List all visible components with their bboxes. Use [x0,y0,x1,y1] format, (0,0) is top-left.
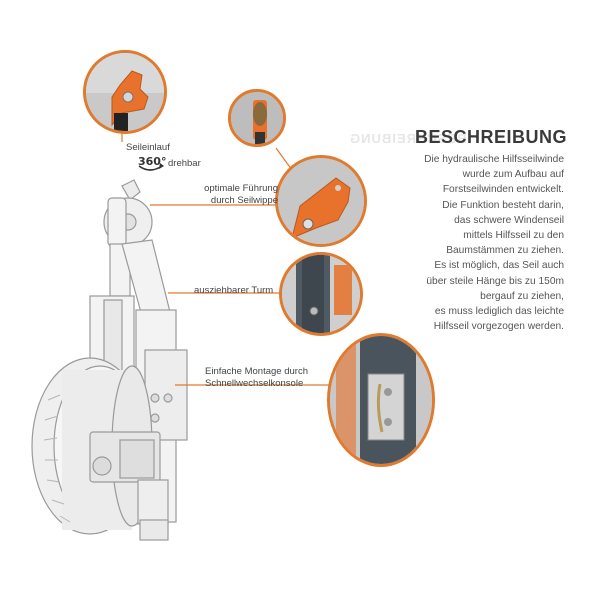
rotation-value: 360° [138,155,167,168]
label-seileinlauf: Seileinlauf [126,142,170,153]
description-line: Es ist möglich, das Seil auch [434,260,564,272]
rotation-badge: 360° [136,154,166,172]
description-line: über steile Hänge bis zu 150m [426,275,564,287]
rotate-arrow-icon [138,163,164,171]
description-line: Die hydraulische Hilfsseilwinde [424,154,564,165]
description-line: Forstseilwinden entwickelt. [442,184,564,196]
label-drehbar: drehbar [168,158,201,169]
label-montage-line2: Schnellwechselkonsole [205,378,304,389]
description-line: Baumstämmen zu ziehen. [446,245,564,257]
detail-circle-montage [327,333,435,467]
description-line: das schwere Windenseil [454,214,564,226]
label-turm: ausziehbarer Turm [194,285,274,296]
description-line: es muss lediglich das leichte [434,306,564,318]
description-line: wurde zum Aufbau auf [462,169,564,181]
label-fuehrung-line1: optimale Führung [204,183,278,194]
detail-circle-seileinlauf [83,50,167,134]
label-fuehrung-line2: durch Seilwippe [210,195,278,206]
description-line: bergauf zu ziehen, [480,290,564,302]
description-line: Hilfsseil vorgezogen werden. [433,321,564,333]
page-title: BESCHREIBUNG [414,127,567,147]
label-montage: Einfache Montage durch Schnellwechselkon… [205,366,308,390]
detail-circle-pulley [228,89,286,147]
label-fuehrung: optimale Führung durch Seilwippe [204,183,278,207]
detail-circle-turm [279,252,363,336]
description-line: Die Funktion besteht darin, [442,199,564,211]
label-montage-line1: Einfache Montage durch [205,366,308,377]
detail-circle-seilwippe [275,155,367,247]
description-line: mittels Hilfsseil zu den [463,230,564,242]
description-text: Die hydraulische Hilfsseilwinde wurde zu… [364,152,564,334]
